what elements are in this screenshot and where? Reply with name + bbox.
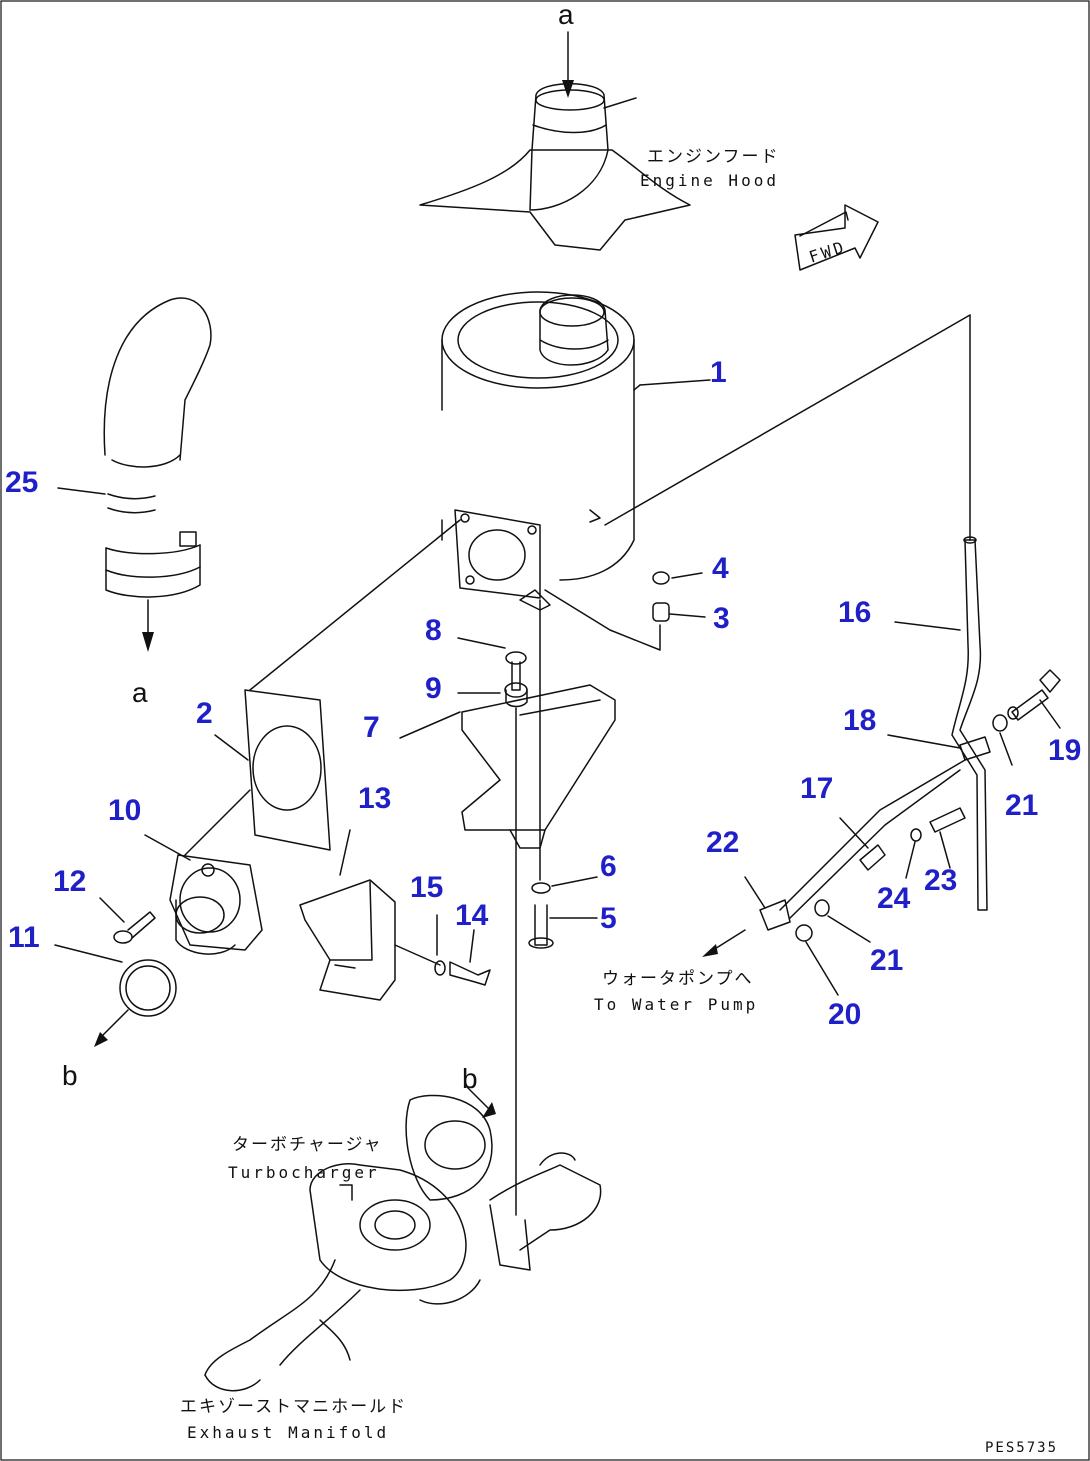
callout-3: 3 bbox=[713, 602, 730, 635]
turbocharger-jp: ターボチャージャ bbox=[232, 1135, 383, 1155]
engine-hood-drawing bbox=[419, 31, 691, 251]
bolt-spacer-8-9 bbox=[457, 599, 541, 1216]
exhaust-manifold-jp: エキゾーストマニホールド bbox=[180, 1397, 407, 1417]
elbow-10-drawing bbox=[144, 789, 263, 955]
callout-10: 10 bbox=[108, 794, 141, 827]
bolt-washer-5-6 bbox=[528, 876, 598, 949]
callout-14: 14 bbox=[455, 899, 489, 932]
callout-7: 7 bbox=[363, 711, 380, 744]
annotation-notes: エンジンフード Engine Hood ウォータポンプへ To Water Pu… bbox=[180, 147, 1058, 1456]
letter-a-left: a bbox=[132, 677, 148, 708]
air-cleaner-drawing bbox=[441, 291, 711, 611]
callout-15: 15 bbox=[410, 871, 443, 904]
callout-numbers: 1 2 3 4 5 6 7 8 9 10 11 12 13 14 15 16 1… bbox=[5, 356, 1081, 1031]
fwd-arrow-icon bbox=[794, 204, 879, 271]
exhaust-manifold-en: Exhaust Manifold bbox=[187, 1423, 389, 1442]
to-water-pump-en: To Water Pump bbox=[594, 995, 758, 1014]
callout-25: 25 bbox=[5, 466, 38, 499]
callout-2: 2 bbox=[196, 697, 213, 730]
callout-19: 19 bbox=[1048, 734, 1081, 767]
callout-20: 20 bbox=[828, 998, 861, 1031]
callout-12: 12 bbox=[53, 865, 86, 898]
callout-24: 24 bbox=[877, 882, 911, 915]
callout-13: 13 bbox=[358, 782, 391, 815]
callout-16: 16 bbox=[838, 596, 871, 629]
reference-letters: a a b b bbox=[62, 0, 574, 1094]
callout-5: 5 bbox=[600, 902, 617, 935]
callout-18: 18 bbox=[843, 704, 876, 737]
drawing-code: PES5735 bbox=[985, 1440, 1058, 1456]
callout-21a: 21 bbox=[1005, 789, 1038, 822]
callout-21b: 21 bbox=[870, 944, 903, 977]
hose-elbow-drawing bbox=[57, 297, 212, 652]
water-tube-16-drawing bbox=[604, 314, 1061, 996]
bolts-and-oring bbox=[54, 897, 491, 1047]
gasket-2-drawing bbox=[214, 519, 461, 851]
callout-11: 11 bbox=[8, 921, 40, 954]
callout-17: 17 bbox=[800, 772, 833, 805]
bracket-7-drawing bbox=[399, 684, 616, 849]
cover-13-drawing bbox=[299, 829, 441, 1001]
turbocharger-drawing bbox=[204, 1084, 602, 1392]
small-parts-3-4 bbox=[544, 571, 706, 651]
engine-hood-en: Engine Hood bbox=[640, 171, 779, 190]
letter-b-left: b bbox=[62, 1060, 78, 1091]
turbocharger-en: Turbocharger bbox=[228, 1163, 380, 1182]
letter-b-turbo: b bbox=[462, 1063, 478, 1094]
callout-1: 1 bbox=[710, 356, 727, 389]
callout-9: 9 bbox=[425, 672, 442, 705]
callout-22: 22 bbox=[706, 826, 739, 859]
callout-4: 4 bbox=[712, 552, 729, 585]
engine-hood-jp: エンジンフード bbox=[647, 147, 780, 167]
callout-23: 23 bbox=[924, 864, 957, 897]
callout-8: 8 bbox=[425, 614, 442, 647]
to-water-pump-jp: ウォータポンプへ bbox=[602, 969, 754, 989]
fwd-label: FWD bbox=[807, 237, 849, 267]
letter-a-top: a bbox=[558, 0, 574, 30]
callout-6: 6 bbox=[600, 850, 617, 883]
